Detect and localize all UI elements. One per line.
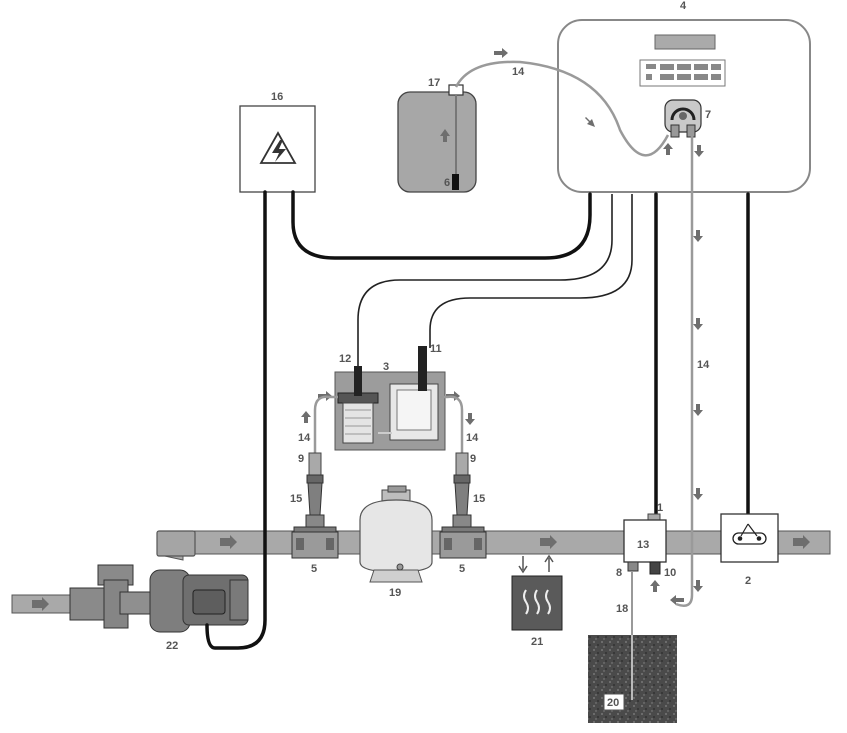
chamber-label: 13 bbox=[637, 539, 649, 551]
ball-valve-right-label: 15 bbox=[473, 493, 485, 505]
injection-chamber bbox=[623, 513, 667, 575]
dosing-tube-label: 14 bbox=[697, 359, 710, 371]
electrical-panel-label: 16 bbox=[271, 91, 283, 103]
probe-right-label: 11 bbox=[430, 343, 442, 355]
flow-arrow-icon bbox=[494, 48, 508, 58]
pipe-saddle-left bbox=[291, 526, 339, 559]
flow-arrow-icon bbox=[670, 230, 703, 605]
probe-cables bbox=[357, 194, 633, 372]
pipe-saddle-right bbox=[439, 526, 487, 559]
circulation-pump bbox=[69, 564, 249, 633]
sand-filter bbox=[359, 485, 433, 583]
heater-label: 21 bbox=[531, 636, 543, 648]
heat-waves-icon bbox=[523, 589, 551, 615]
chamber-right-port-label: 10 bbox=[664, 567, 676, 579]
electrical-panel bbox=[239, 105, 316, 193]
sample-tube-left bbox=[313, 395, 338, 455]
chemical-tank bbox=[397, 84, 477, 193]
flow-arrow-icon bbox=[663, 143, 673, 155]
tube-left-label: 14 bbox=[298, 432, 311, 444]
high-voltage-warning-icon bbox=[259, 131, 297, 164]
saddle-right-label: 5 bbox=[459, 563, 465, 575]
flow-arrow-icon bbox=[301, 411, 311, 423]
probe-left-label: 12 bbox=[339, 353, 351, 365]
tank-suction-label: 6 bbox=[444, 177, 450, 189]
sample-valve-left bbox=[305, 452, 325, 528]
peristaltic-pump-label: 7 bbox=[705, 109, 711, 121]
filter-label: 19 bbox=[389, 587, 401, 599]
ball-valve-left-label: 15 bbox=[290, 493, 302, 505]
chamber-left-port-label: 8 bbox=[616, 567, 622, 579]
probe-panel bbox=[334, 346, 446, 451]
drain-pit-label: 20 bbox=[607, 697, 619, 709]
flow-switch-label: 2 bbox=[745, 575, 751, 587]
pump-label: 22 bbox=[166, 640, 178, 652]
tank-tube-top-label: 14 bbox=[512, 66, 525, 78]
power-wiring bbox=[205, 190, 750, 650]
heater bbox=[511, 554, 563, 631]
tube-right-label: 14 bbox=[466, 432, 479, 444]
saddle-left-label: 5 bbox=[311, 563, 317, 575]
controller-label: 4 bbox=[680, 0, 687, 12]
flow-arrow-icon bbox=[650, 580, 660, 592]
flow-switch bbox=[720, 513, 779, 563]
probe-panel-label: 3 bbox=[383, 361, 389, 373]
sample-tube-right bbox=[440, 395, 464, 455]
flow-arrow-icon bbox=[585, 117, 595, 127]
peristaltic-pump bbox=[664, 99, 702, 138]
flow-arrow-icon bbox=[694, 145, 704, 157]
valve-right-label: 9 bbox=[470, 453, 476, 465]
sample-valve-right bbox=[452, 452, 472, 528]
flow-arrow-icon bbox=[32, 535, 810, 611]
tank-label: 17 bbox=[428, 77, 440, 89]
flow-arrow-icon bbox=[465, 413, 475, 425]
drain-pit bbox=[588, 635, 677, 723]
chamber-top-label: 1 bbox=[657, 502, 663, 514]
valve-left-label: 9 bbox=[298, 453, 304, 465]
drain-tube-label: 18 bbox=[616, 603, 628, 615]
suction-tube bbox=[454, 60, 670, 157]
dosing-tube bbox=[675, 136, 694, 607]
